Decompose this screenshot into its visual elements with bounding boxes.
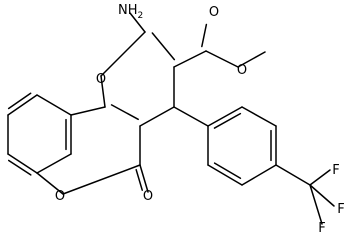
bond-C5-O5-double (139, 164, 149, 193)
structure-canvas: NH2 O O O O O F F F (7, 3, 345, 236)
bond-Cf-F3 (309, 184, 323, 225)
bond-C3-Ce (173, 50, 207, 68)
fluorine-2-label: F (337, 202, 344, 217)
bond-Ce-Oc-double (201, 23, 208, 48)
coumarin-oxygen-label: O (55, 189, 65, 204)
bond-C2-Cn (129, 12, 146, 33)
bond-C2-O1 (100, 31, 146, 77)
bond-C9-C10 (36, 94, 72, 116)
bond-C4a-C10b-double (110, 104, 139, 121)
bond-A1-A2 (207, 106, 243, 127)
amino-h: H (128, 3, 138, 18)
bond-Cf-F1 (309, 169, 331, 186)
bond-C6a-C10a (36, 153, 72, 174)
ester-ether-oxygen-label: O (237, 63, 247, 78)
bond-C6a-C7-double (7, 159, 32, 176)
bond-O6-C6a (36, 172, 64, 195)
bond-Cf-F2 (309, 184, 335, 207)
bond-C6a-C7 (7, 153, 38, 174)
bond-C4-C4a (139, 106, 175, 127)
amino-label: NH2 (118, 3, 143, 21)
fluorine-1-label: F (332, 163, 339, 178)
fluorine-3-label: F (318, 221, 325, 236)
bond-C10b-C10 (70, 106, 106, 116)
bond-A1-A2-double (213, 112, 242, 129)
bond-C8-C9-double (7, 92, 32, 110)
bond-C2-C3-double (151, 32, 176, 61)
bond-A5-A6-double (213, 162, 242, 180)
bond-Ce-Oe (205, 50, 239, 68)
bond-A4-Cf (275, 164, 311, 186)
chemical-structure: NH2 O O O O O F F F (7, 3, 345, 236)
amino-subscript: 2 (138, 11, 144, 21)
ester-carbonyl-oxygen-label: O (209, 5, 219, 20)
amino-n: N (118, 3, 128, 18)
pyran-oxygen-label: O (96, 72, 106, 87)
bond-C4-A1 (173, 106, 209, 127)
bond-A4-A5 (241, 164, 277, 186)
lactone-oxygen-label: O (143, 189, 153, 204)
bond-C5-O5-double (135, 168, 143, 191)
bond-A5-A6 (207, 164, 243, 186)
bond-O1-C10b (100, 75, 106, 108)
bond-A2-A3 (241, 106, 277, 127)
bonds (7, 12, 335, 225)
bond-C5-O6 (62, 164, 141, 195)
bond-C8-C9 (7, 94, 38, 116)
bond-Oe-Me (237, 51, 266, 68)
